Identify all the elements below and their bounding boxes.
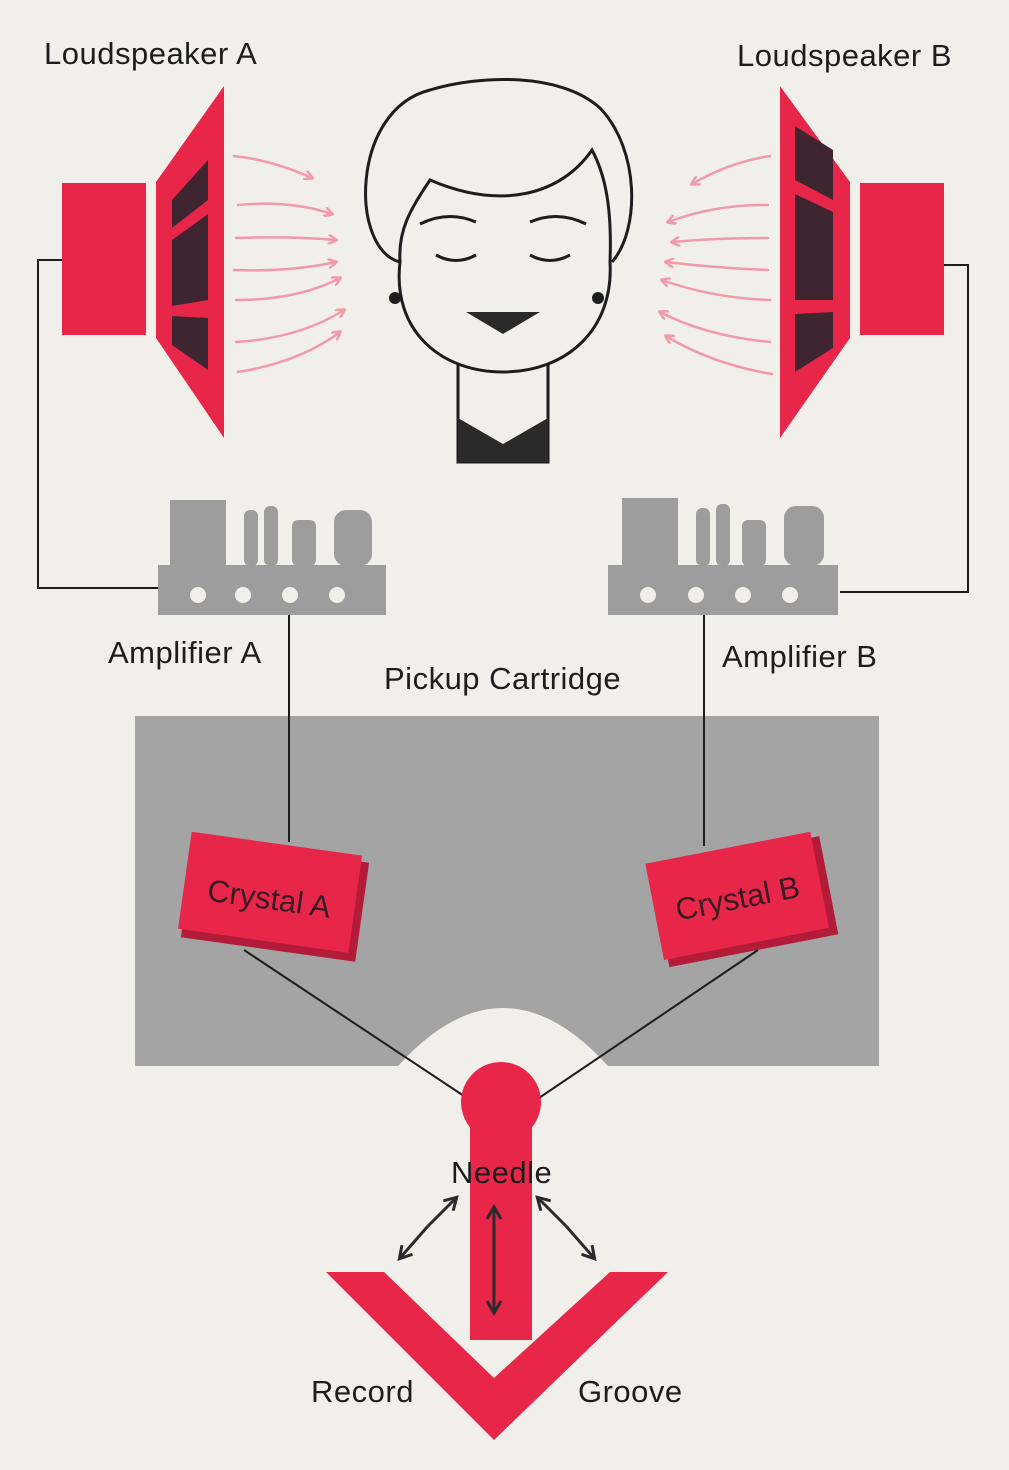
sound-waves-b	[660, 154, 774, 376]
amplifier-b-knob-1	[640, 587, 656, 603]
loudspeaker-a-label: Loudspeaker A	[44, 36, 258, 71]
amplifier-a	[158, 500, 386, 615]
amplifier-a-cap	[334, 510, 372, 566]
loudspeaker-a-panel-bottom	[172, 316, 208, 370]
amplifier-b-knob-4	[782, 587, 798, 603]
amplifier-b-cap	[784, 506, 824, 566]
crystal-b: Crystal B	[645, 831, 839, 968]
amplifier-a-knob-4	[329, 587, 345, 603]
loudspeaker-a-panel-top	[172, 160, 208, 228]
amplifier-b-tube-1	[696, 508, 710, 566]
amplifier-b-tube-3	[742, 520, 766, 566]
listener-brow-left	[419, 215, 477, 226]
amplifier-b-knob-2	[688, 587, 704, 603]
loudspeaker-b	[780, 86, 944, 438]
loudspeaker-a-panel-middle	[172, 214, 208, 306]
amplifier-a-label: Amplifier A	[108, 635, 262, 670]
loudspeaker-b-panel-top	[795, 126, 833, 200]
amplifier-a-knob-1	[190, 587, 206, 603]
amplifier-a-knob-2	[235, 587, 251, 603]
needle-label: Needle	[451, 1155, 553, 1190]
amplifier-b-knob-3	[735, 587, 751, 603]
arrow-diagonal-right	[538, 1198, 568, 1228]
amplifier-a-transformer	[170, 500, 226, 566]
listener-face	[397, 147, 612, 374]
pickup-cartridge-label: Pickup Cartridge	[384, 661, 622, 696]
listener-collar	[458, 418, 548, 462]
amplifier-b-label: Amplifier B	[722, 639, 878, 674]
listener-brow-right	[529, 215, 587, 226]
wire-speaker-a-to-amp-a	[37, 259, 160, 589]
listener-mouth	[466, 312, 540, 334]
loudspeaker-a	[62, 86, 224, 438]
crystal-a: Crystal A	[178, 831, 370, 962]
record-groove	[326, 1272, 668, 1440]
arrow-diagonal-left	[426, 1198, 456, 1228]
linkage-crystal-a-to-needle	[243, 949, 471, 1101]
amplifier-b-tube-2	[716, 504, 730, 566]
cartridge-needle-cutout	[398, 1008, 608, 1066]
amplifier-a-tube-3	[292, 520, 316, 566]
loudspeaker-b-panel-middle	[795, 194, 833, 300]
listener-eye-right	[529, 253, 571, 262]
amplifier-b-transformer	[622, 498, 678, 566]
linkage-crystal-b-to-needle	[535, 949, 759, 1101]
groove-label: Groove	[578, 1374, 683, 1409]
amplifier-a-tube-2	[264, 506, 278, 566]
amplifier-a-tube-1	[244, 510, 258, 566]
listener-eye-left	[435, 253, 477, 262]
loudspeaker-b-magnet	[860, 183, 944, 335]
needle-tip	[461, 1062, 541, 1142]
wire-speaker-b-to-amp-b	[840, 264, 969, 593]
needle-motion-arrows	[400, 1198, 594, 1312]
loudspeaker-b-panel-bottom	[795, 312, 833, 372]
amplifier-a-knob-3	[282, 587, 298, 603]
needle	[461, 1062, 541, 1340]
amplifier-b	[608, 498, 838, 615]
listener	[364, 77, 634, 464]
loudspeaker-b-label: Loudspeaker B	[737, 38, 953, 73]
loudspeaker-a-magnet	[62, 183, 146, 335]
sound-waves-a	[232, 154, 344, 374]
listener-earring-left	[389, 292, 401, 304]
listener-earring-right	[592, 292, 604, 304]
listener-hair	[364, 77, 634, 264]
record-label: Record	[311, 1374, 414, 1409]
